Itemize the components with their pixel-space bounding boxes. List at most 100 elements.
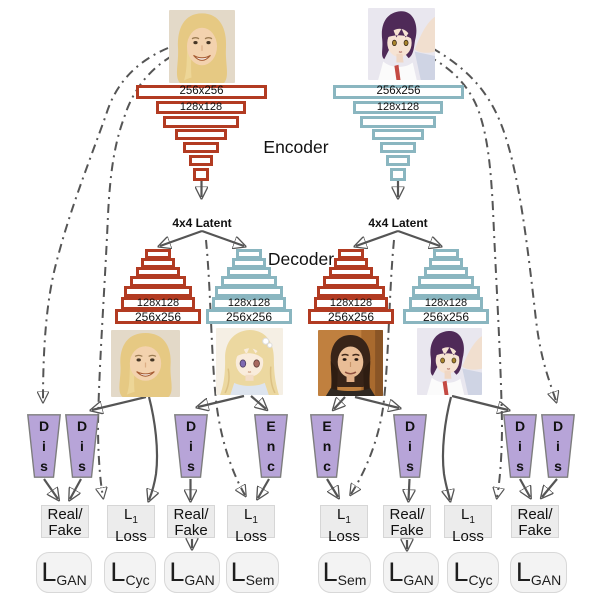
- arrow-latent-right-to-decoder4: [397, 229, 440, 246]
- curve-output1-to-l1loss1: [149, 396, 157, 500]
- latent-label-right: 4x4 Latent: [368, 216, 428, 230]
- real-fake-box-2: Real/ Fake: [167, 505, 215, 539]
- dis-unit-6: Dis: [393, 414, 427, 478]
- feature-map-bar: [418, 276, 474, 287]
- size-label: 128x128: [227, 297, 271, 309]
- unit-label: Dis: [402, 418, 418, 478]
- loss-word: Loss: [328, 528, 360, 545]
- trapezoid-shape: [310, 414, 344, 478]
- feature-map-bar: [193, 168, 209, 181]
- input-image-anime-purple-hair: [368, 8, 435, 80]
- l1-loss-box-4: L1 Loss: [444, 505, 492, 545]
- feature-map-bar: [141, 258, 175, 268]
- real-fake-box-1: Real/ Fake: [41, 505, 89, 539]
- feature-map-bar: [236, 249, 262, 259]
- unit-label: Enc: [319, 418, 335, 478]
- real-fake-line: Fake: [174, 522, 208, 539]
- real-fake-line: Fake: [390, 522, 424, 539]
- enc-unit-5: Enc: [310, 414, 344, 478]
- output-image-photo-blonde-reconstruction: [111, 330, 180, 397]
- size-label: 256x256: [376, 85, 421, 98]
- feature-map-bar: [130, 276, 186, 287]
- curve-output4-to-l1loss4: [443, 396, 451, 500]
- feature-map-bar-128: 128x128: [156, 101, 246, 114]
- l1-line: L1: [124, 506, 138, 527]
- l1-line: L1: [461, 506, 475, 527]
- arrow-dis7-to-realfake4: [519, 478, 530, 497]
- real-fake-line: Real/: [47, 506, 83, 523]
- output-image-anime-blonde-translation: [216, 328, 283, 395]
- feature-map-bar-128: 128x128: [353, 101, 443, 114]
- feature-map-bar: [329, 267, 373, 277]
- anime-blonde-girl-illustration: [216, 328, 283, 395]
- feature-map-bar-128: 128x128: [314, 297, 388, 310]
- real-fake-line: Real/: [517, 506, 553, 523]
- anime-purple-hair-illustration: [368, 8, 435, 80]
- arrow-output3-to-dis6: [354, 395, 399, 408]
- l1-loss-box-1: L1 Loss: [107, 505, 155, 545]
- feature-map-bar: [227, 267, 271, 277]
- feature-map-bar: [136, 267, 180, 277]
- size-label: 256x256: [422, 309, 470, 324]
- photo-blonde-woman-illustration: [169, 10, 235, 83]
- size-label: 128x128: [136, 297, 180, 309]
- arrow-output4-to-dis7: [451, 394, 508, 410]
- curve-input-anime-to-l1loss4: [427, 55, 502, 497]
- real-fake-line: Fake: [48, 522, 82, 539]
- size-label: 128x128: [424, 297, 468, 309]
- feature-map-bar: [163, 116, 239, 128]
- size-label: 128x128: [376, 101, 420, 113]
- l1-line: L1: [337, 506, 351, 527]
- feature-map-bar: [189, 155, 213, 166]
- feature-map-bar: [360, 116, 436, 128]
- loss-word: Loss: [452, 528, 484, 545]
- feature-map-bar: [424, 267, 468, 277]
- feature-map-bar: [183, 142, 219, 153]
- feature-map-bar-256: 256x256: [403, 309, 489, 324]
- feature-map-bar: [323, 276, 379, 287]
- curve-input-photo-to-dis1: [43, 47, 169, 401]
- size-label: 256x256: [134, 309, 182, 324]
- feature-map-bar: [215, 286, 283, 297]
- output-image-photo-brunette-translation: [318, 330, 383, 396]
- decoder-section-label: Decoder: [267, 249, 335, 269]
- feature-map-bar: [145, 249, 171, 259]
- feature-map-bar: [433, 249, 459, 259]
- output-image-anime-purple-reconstruction: [417, 328, 482, 395]
- arrow-enc5-to-l1loss3: [326, 478, 338, 497]
- real-fake-box-4: Real/ Fake: [511, 505, 559, 539]
- l1-loss-box-3: L1 Loss: [320, 505, 368, 545]
- feature-map-bar: [429, 258, 463, 268]
- anime-purple-hair-illustration: [417, 328, 482, 395]
- real-fake-line: Real/: [173, 506, 209, 523]
- arrow-dis6-to-realfake3: [409, 478, 410, 500]
- feature-map-bar: [124, 286, 192, 297]
- trapezoid-shape: [393, 414, 427, 478]
- input-image-photo-blonde-woman: [169, 10, 235, 83]
- arrow-output1-to-dis2: [92, 395, 147, 410]
- arrow-dis8-to-realfake4: [542, 478, 558, 497]
- trapezoid-shape: [254, 414, 288, 478]
- arrow-output2-to-enc4: [250, 395, 266, 409]
- dis-unit-1: Dis: [27, 414, 61, 478]
- feature-map-bar-256: 256x256: [308, 309, 394, 324]
- encoder-section-label: Encoder: [263, 137, 329, 157]
- photo-brunette-woman-illustration: [318, 330, 383, 396]
- real-fake-line: Fake: [518, 522, 552, 539]
- feature-map-bar-128: 128x128: [121, 297, 195, 310]
- real-fake-line: Real/: [389, 506, 425, 523]
- dis-unit-7: Dis: [503, 414, 537, 478]
- unit-label: Dis: [550, 418, 566, 478]
- real-fake-box-3: Real/ Fake: [383, 505, 431, 539]
- feature-map-bar: [386, 155, 410, 166]
- arrow-dis1-to-realfake1: [43, 478, 58, 499]
